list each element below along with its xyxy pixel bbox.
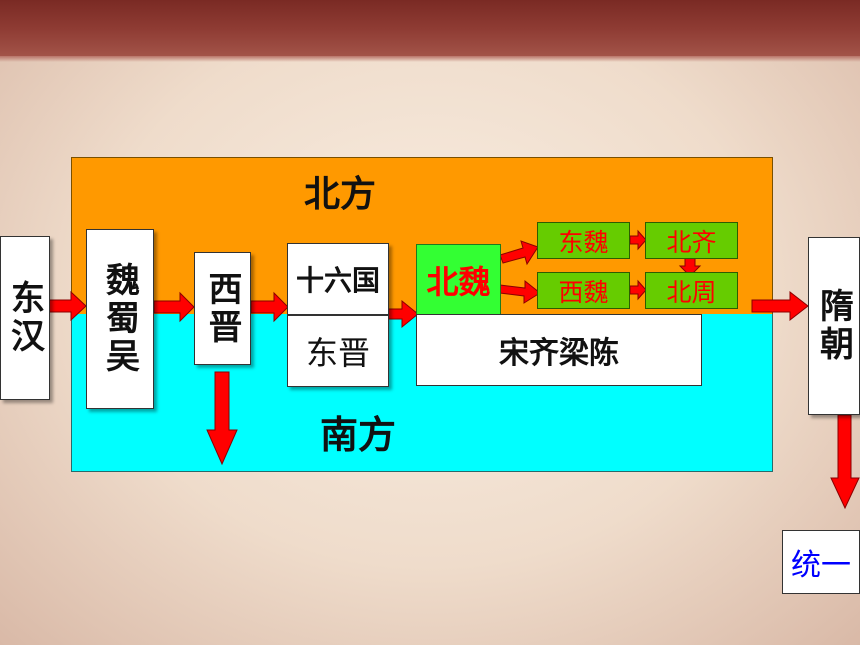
arrow-xijin-to-shiliuguo [250,291,289,323]
node-xijin: 西晋 [194,252,251,365]
north-label: 北方 [303,174,376,215]
node-tongyi: 统一 [782,530,860,594]
node-donghan: 东汉 [0,236,50,400]
arrow-suichao-down [830,414,860,510]
node-dongjin: 东晋 [287,315,389,387]
south-label: 南方 [319,412,396,457]
arrow-xiwei-to-beizhou [629,279,647,301]
arrow-dongwei-to-beiqi [629,229,647,251]
node-weishuwu: 魏蜀吴 [86,229,154,409]
arrow-to-beiwei [387,299,419,329]
arrow-beiwei-to-dongwei [499,240,539,266]
node-beiwei: 北魏 [416,244,501,315]
top-band-edge [0,56,860,62]
node-beiqi: 北齐 [645,222,738,259]
arrow-beiqi-to-beizhou [678,257,702,277]
node-suichao: 隋朝 [808,237,860,415]
arrow-beizhou-to-suichao [751,290,809,322]
node-xiwei: 西魏 [537,272,630,309]
node-dongwei: 东魏 [537,222,630,259]
arrow-xijin-down [206,371,238,466]
arrow-beiwei-to-xiwei [499,279,541,304]
arrow-donghan-to-weishuwu [48,290,87,322]
node-beizhou: 北周 [645,272,738,309]
node-songqiliangchen: 宋齐梁陈 [416,314,702,386]
node-shiliuguo: 十六国 [287,243,389,315]
arrow-weishuwu-to-xijin [153,291,195,323]
top-decorative-band [0,0,860,56]
